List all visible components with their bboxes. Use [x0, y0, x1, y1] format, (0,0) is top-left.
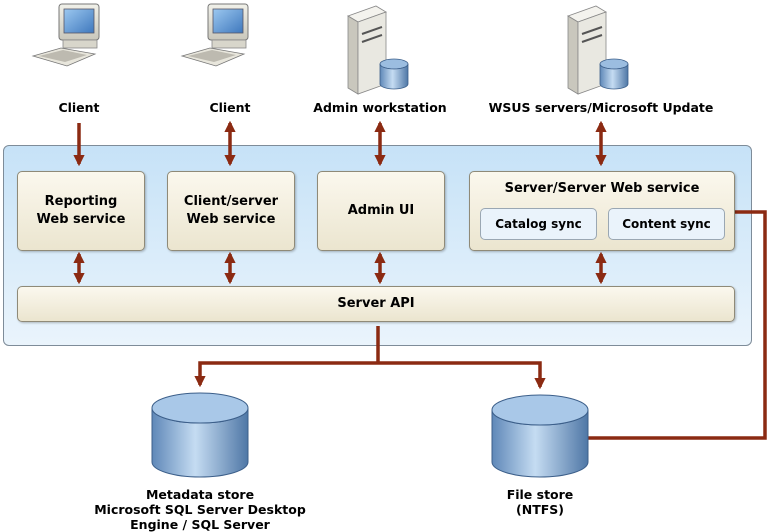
server-server-web-service-label: Server/Server Web service — [504, 181, 700, 196]
connector-api-stores — [194, 361, 546, 390]
client-2-label: Client — [209, 100, 251, 115]
connector-serverserver-filestore — [585, 210, 767, 440]
client-1-label: Client — [58, 100, 100, 115]
computer-icon — [180, 3, 249, 67]
server-api: Server API — [17, 286, 735, 322]
client-server-web-service: Client/server Web service — [167, 171, 295, 251]
file-store-label: File store (NTFS) — [506, 487, 574, 517]
catalog-sync: Catalog sync — [480, 208, 597, 240]
reporting-web-service: Reporting Web service — [17, 171, 145, 251]
server-icon — [347, 5, 409, 95]
database-icon — [151, 392, 249, 478]
metadata-store-label: Metadata store Microsoft SQL Server Desk… — [94, 487, 306, 532]
wsus-servers-label: WSUS servers/Microsoft Update — [488, 100, 714, 115]
admin-ui: Admin UI — [317, 171, 445, 251]
database-icon — [491, 394, 589, 478]
server-icon — [567, 5, 629, 95]
admin-workstation-label: Admin workstation — [313, 100, 447, 115]
computer-icon — [31, 3, 100, 67]
content-sync: Content sync — [608, 208, 725, 240]
